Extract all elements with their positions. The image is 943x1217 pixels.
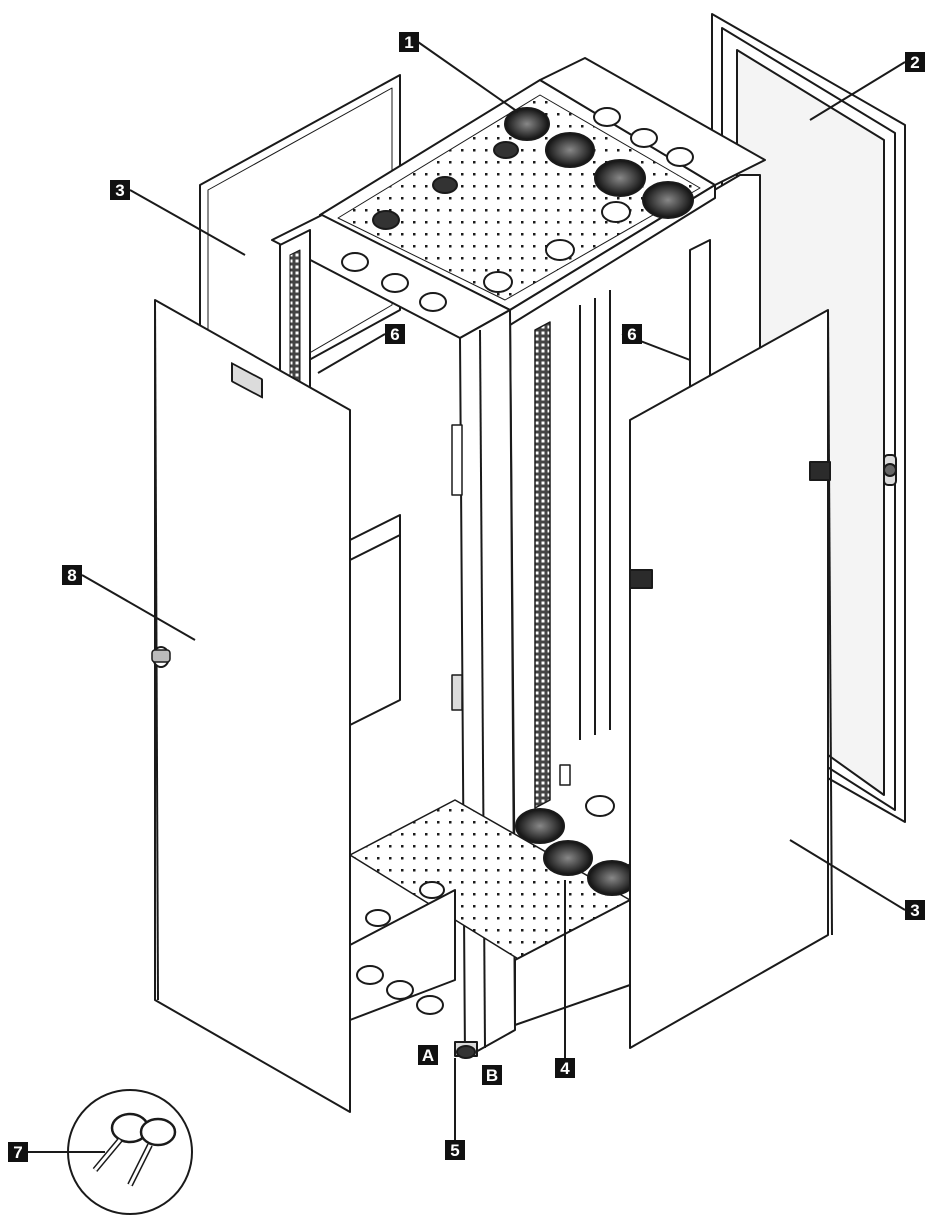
callout-3-right-text: 3 <box>910 901 919 920</box>
callout-3-left: 3 <box>110 180 130 200</box>
callout-6-left-text: 6 <box>390 325 399 344</box>
top-cable-rails <box>271 57 766 339</box>
side-panel-latch-upper-icon <box>809 461 831 481</box>
callout-5-text: 5 <box>450 1141 459 1160</box>
callout-8: 8 <box>62 565 82 585</box>
callout-3-right: 3 <box>905 900 925 920</box>
callout-1: 1 <box>399 32 419 52</box>
callout-7: 7 <box>8 1142 28 1162</box>
top-fans <box>372 107 694 261</box>
callout-4: 4 <box>555 1058 575 1078</box>
callout-1-text: 1 <box>404 33 413 52</box>
callout-6-right-text: 6 <box>627 325 636 344</box>
callout-a: A <box>418 1045 438 1065</box>
callout-6-left: 6 <box>385 324 405 344</box>
side-panel-latch-lower-icon <box>629 569 653 589</box>
keys-detail <box>67 1089 193 1215</box>
callout-7-text: 7 <box>13 1143 22 1162</box>
callout-8-text: 8 <box>67 566 76 585</box>
leveling-feet <box>454 1041 478 1059</box>
callout-2-text: 2 <box>910 53 919 72</box>
right-side-panel <box>629 309 833 1049</box>
callout-2: 2 <box>905 52 925 72</box>
leader-lines <box>28 41 906 1153</box>
callout-4-text: 4 <box>560 1059 570 1078</box>
callout-b-text: B <box>486 1066 498 1085</box>
callout-3-left-text: 3 <box>115 181 124 200</box>
key-icon <box>92 1112 177 1187</box>
callout-labels: 1 2 3 3 4 5 6 6 <box>8 32 925 1162</box>
callout-5: 5 <box>445 1140 465 1160</box>
callout-b: B <box>482 1065 502 1085</box>
front-door-vent-icon <box>231 362 263 399</box>
front-door <box>151 299 351 1113</box>
cabinet-floor <box>349 764 637 1026</box>
callout-a-text: A <box>422 1046 434 1065</box>
callout-6-right: 6 <box>622 324 642 344</box>
